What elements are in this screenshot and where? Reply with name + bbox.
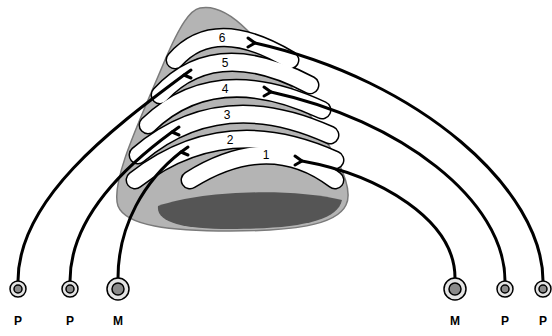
- layer-number: 4: [222, 82, 229, 96]
- layer-number: 3: [224, 108, 231, 122]
- cell-type-label: P: [501, 314, 509, 328]
- cell-type-label: P: [14, 314, 22, 328]
- cell-type-label: P: [66, 314, 74, 328]
- cell-type-label: M: [113, 314, 123, 328]
- label-holder: P: [66, 314, 74, 328]
- cell-type-label: P: [539, 314, 547, 328]
- layer-number: 5: [222, 56, 229, 70]
- label-holder: 1: [263, 148, 270, 162]
- nucleus-base: [158, 192, 342, 229]
- ganglion-cells: [10, 278, 551, 300]
- label-holder: 2: [227, 133, 234, 147]
- axon-fibers: [18, 38, 543, 281]
- label-holder: P: [539, 314, 547, 328]
- nucleus-outline: [117, 7, 348, 231]
- layer-bands: [135, 38, 335, 181]
- cell-type-label: M: [450, 314, 460, 328]
- label-holder: P: [501, 314, 509, 328]
- label-holder: 6: [219, 31, 226, 45]
- label-holder: 5: [222, 56, 229, 70]
- label-holder: 4: [222, 82, 229, 96]
- label-holder: 3: [224, 108, 231, 122]
- layer-number: 6: [219, 31, 226, 45]
- layer-number: 2: [227, 133, 234, 147]
- label-holder: P: [14, 314, 22, 328]
- label-holder: M: [113, 314, 123, 328]
- label-holder: M: [450, 314, 460, 328]
- layer-number: 1: [263, 148, 270, 162]
